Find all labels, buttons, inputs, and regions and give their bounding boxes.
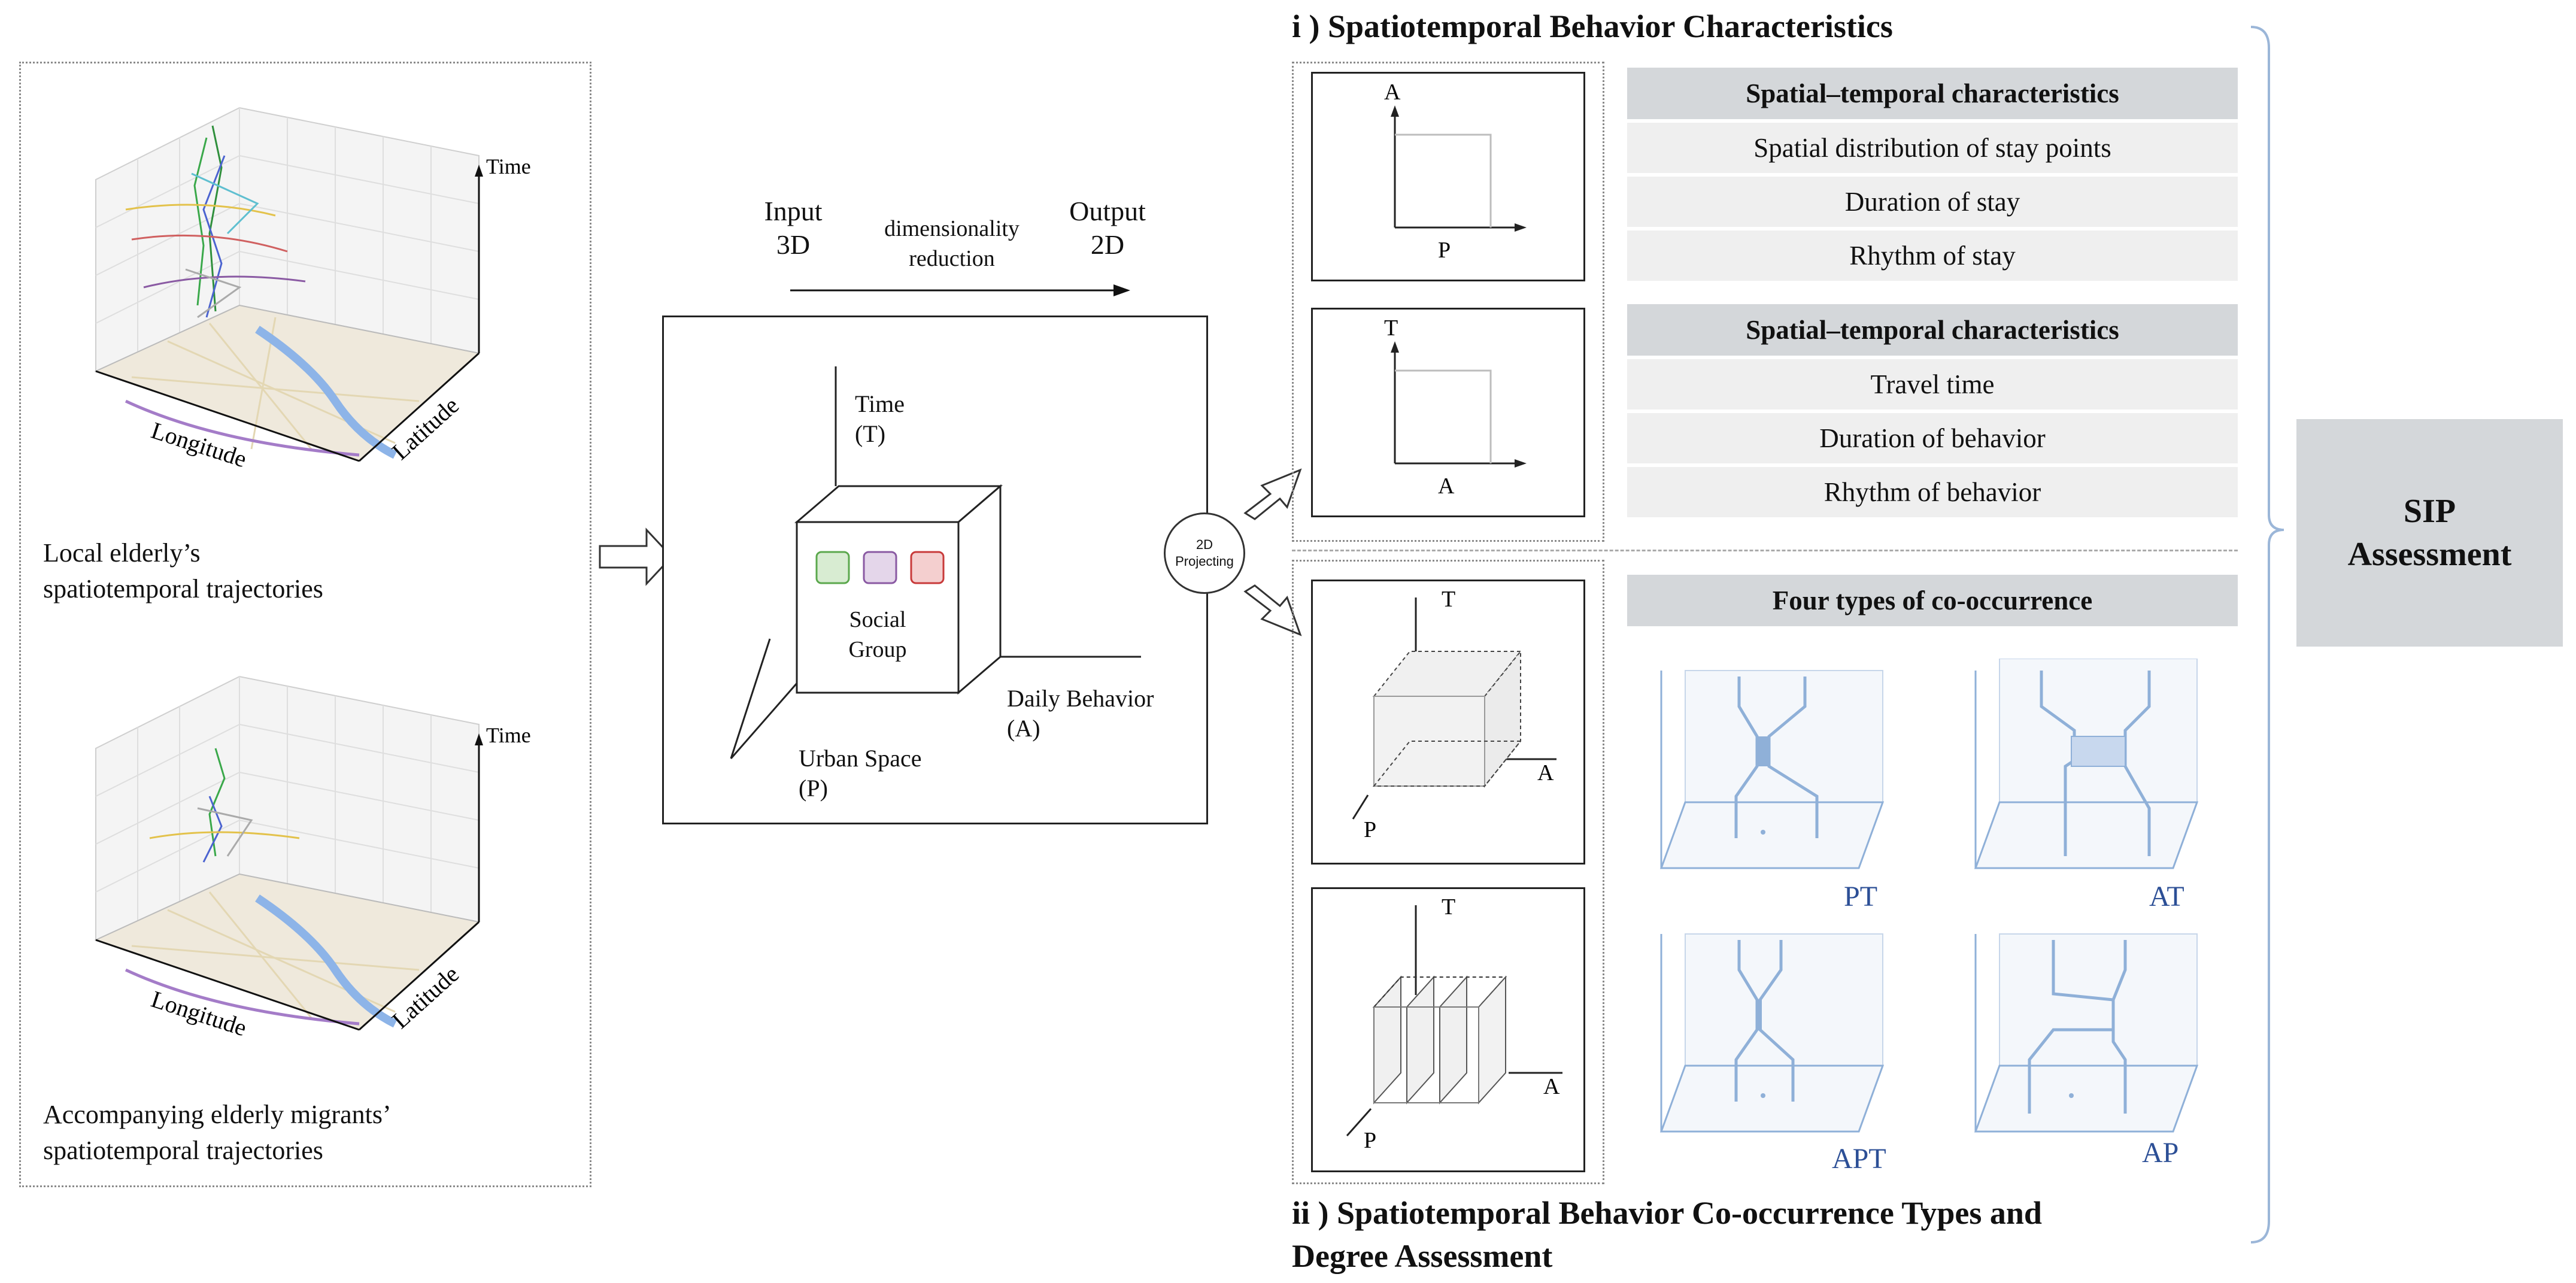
section-ii-title: ii ) Spatiotemporal Behavior Co-occurren… (1292, 1191, 2042, 1278)
title-line: Degree Assessment (1292, 1238, 1553, 1274)
table-row: Rhythm of behavior (1627, 467, 2238, 517)
table-row: Duration of behavior (1627, 413, 2238, 463)
local-elderly-3d-plot: Time Longitude Latitude (94, 107, 531, 473)
co-occurrence-table: Four types of co-occurrence (1627, 575, 2238, 630)
a-axis-label: A (1543, 1074, 1560, 1099)
table-row: Travel time (1627, 359, 2238, 410)
p-axis-label: P (1364, 1128, 1376, 1153)
table-header: Spatial–temporal characteristics (1627, 304, 2238, 356)
section-i-title: i ) Spatiotemporal Behavior Characterist… (1292, 8, 1893, 44)
p-axis-label: P (1364, 817, 1376, 842)
sip-label-line: Assessment (2347, 536, 2512, 573)
t-axis-label: T (1442, 587, 1455, 612)
y-axis-label: A (1384, 80, 1401, 105)
pt-cooccurrence-diagram (1659, 670, 1885, 869)
badge-line: 2D (1196, 537, 1213, 552)
caption-line: spatiotemporal trajectories (43, 1136, 323, 1165)
label-line: Urban Space (799, 745, 922, 772)
x-axis-label: P (1438, 238, 1451, 263)
label-line: dimensionality (884, 216, 1020, 241)
apt-type-label: APT (1832, 1143, 1886, 1175)
caption-line: spatiotemporal trajectories (43, 574, 323, 603)
caption-migrant-elderly: Accompanying elderly migrants’ spatiotem… (43, 1097, 392, 1169)
social-group-cube-diagram (730, 366, 1141, 759)
label-line: 3D (776, 229, 811, 260)
section-i-plot-panel (1292, 62, 1604, 542)
dimensionality-reduction-label: dimensionality reduction (862, 214, 1042, 274)
label-line: (A) (1007, 715, 1040, 742)
ap-type-label: AP (2142, 1137, 2179, 1169)
label-line: Output (1069, 196, 1146, 226)
group-color-swatch (815, 551, 850, 584)
time-axis-label: Time (486, 723, 531, 747)
output-2d-label: Output 2D (1063, 195, 1152, 262)
hollow-arrow-up-icon (1243, 468, 1302, 520)
hollow-arrow-down-icon (1243, 584, 1302, 636)
table-header: Spatial–temporal characteristics (1627, 68, 2238, 119)
table-row: Rhythm of stay (1627, 230, 2238, 281)
section-ii-cube-panel (1292, 560, 1604, 1184)
migrant-elderly-3d-plot: Time Longitude Latitude (94, 675, 531, 1042)
daily-behavior-axis-label: Daily Behavior (A) (1007, 684, 1154, 744)
label-line: Time (855, 390, 905, 417)
ta-plot-box (1311, 308, 1585, 517)
sip-label-line: SIP (2403, 493, 2456, 530)
caption-line: Local elderly’s (43, 538, 201, 568)
right-brace (2250, 26, 2284, 1243)
cube-social-group-label: Social Group (830, 605, 926, 665)
pt-type-label: PT (1844, 881, 1878, 912)
label-line: 2D (1090, 229, 1125, 260)
label-line: Social (849, 607, 906, 632)
characteristics-table-2: Spatial–temporal characteristics Travel … (1627, 304, 2238, 521)
label-line: (T) (855, 420, 886, 447)
input-3d-label: Input 3D (760, 195, 826, 262)
table-header: Four types of co-occurrence (1627, 575, 2238, 626)
caption-line: Accompanying elderly migrants’ (43, 1100, 392, 1129)
time-axis-label: Time (486, 154, 531, 178)
sip-assessment-box: SIP Assessment (2296, 419, 2563, 647)
at-cooccurrence-diagram (1974, 659, 2199, 869)
at-type-label: AT (2149, 881, 2184, 912)
longitude-axis-label: Longitude (148, 417, 250, 473)
projecting-badge: 2D Projecting (1164, 512, 1245, 594)
pt-cube-diagram: T A P (1352, 587, 1556, 842)
label-line: (P) (799, 775, 828, 802)
urban-space-axis-label: Urban Space (P) (799, 744, 921, 803)
table-row: Duration of stay (1627, 177, 2238, 227)
label-line: Group (848, 637, 907, 662)
table-row: Spatial distribution of stay points (1627, 123, 2238, 173)
group-color-swatch (863, 551, 897, 584)
apt-cooccurrence-diagram (1659, 933, 1885, 1133)
badge-line: Projecting (1175, 554, 1234, 569)
label-line: reduction (909, 246, 995, 271)
x-axis-label: A (1438, 474, 1455, 499)
a-axis-label: A (1537, 760, 1554, 785)
ap-plot-box (1311, 72, 1585, 281)
title-line: ii ) Spatiotemporal Behavior Co-occurren… (1292, 1195, 2042, 1231)
longitude-axis-label: Longitude (148, 985, 250, 1042)
ap-plot: A P (1384, 80, 1527, 263)
reduction-arrow (790, 284, 1130, 296)
time-axis-t-label: Time (T) (855, 389, 905, 449)
t-axis-label: T (1442, 894, 1455, 920)
trajectory-panel (19, 62, 591, 1187)
characteristics-table-1: Spatial–temporal characteristics Spatial… (1627, 68, 2238, 284)
ap-slices-diagram: T A P (1346, 894, 1562, 1153)
ta-plot: T A (1384, 316, 1527, 499)
section-divider (1292, 550, 2238, 551)
ap-cooccurrence-diagram (1974, 933, 2199, 1133)
y-axis-label: T (1384, 316, 1398, 341)
hollow-arrow-icon (599, 527, 673, 586)
label-line: Input (764, 196, 823, 226)
caption-local-elderly: Local elderly’s spatiotemporal trajector… (43, 535, 323, 607)
label-line: Daily Behavior (1007, 685, 1154, 712)
group-color-swatch (910, 551, 945, 584)
